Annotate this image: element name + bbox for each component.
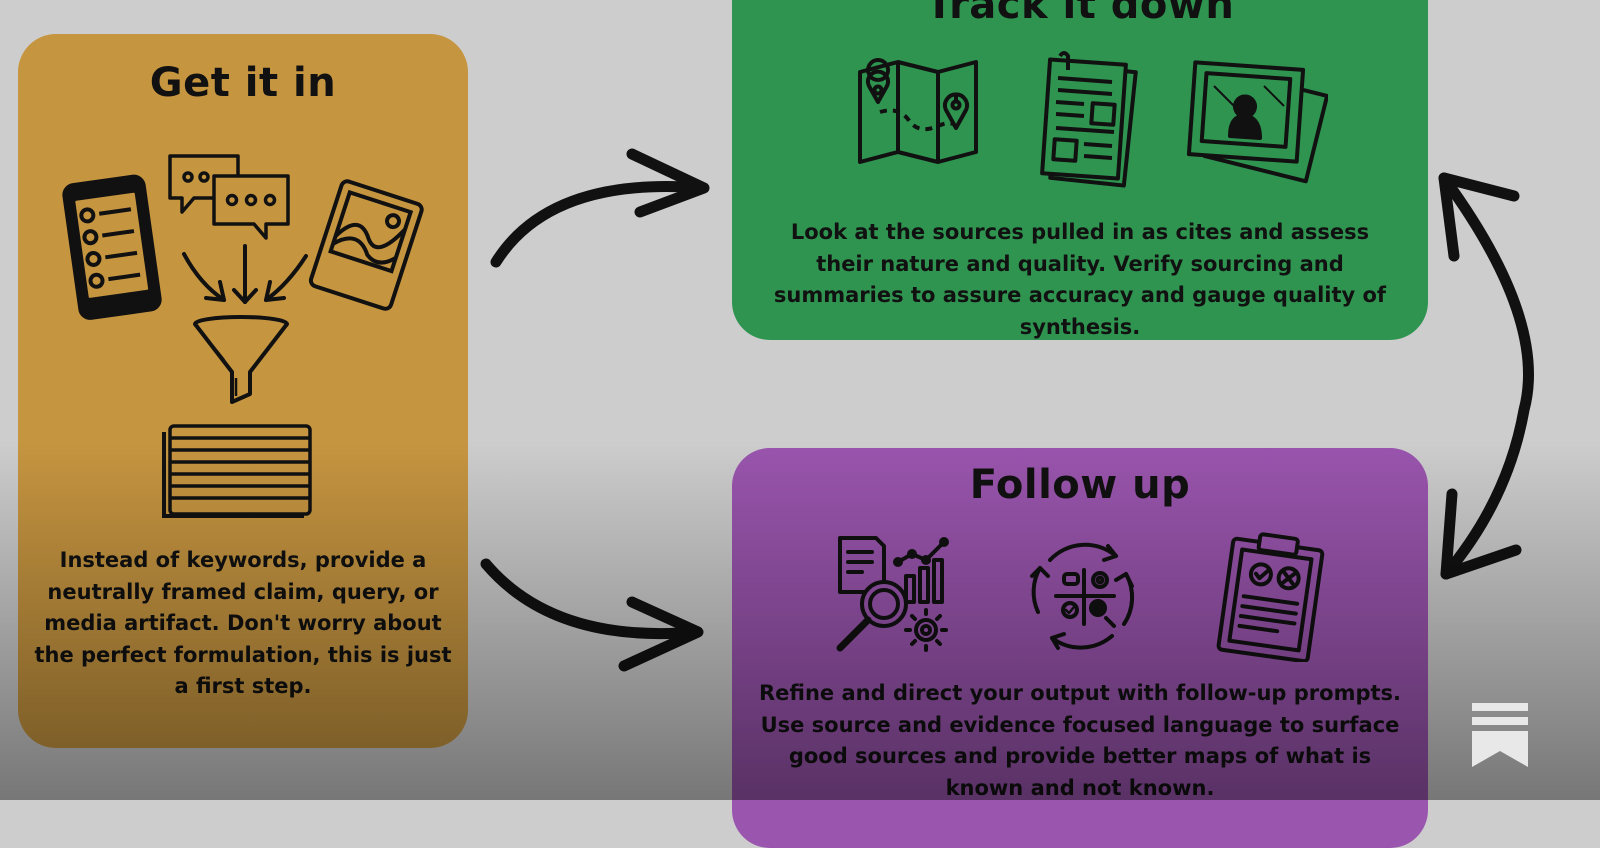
bookmark-logo-icon[interactable] [1472,703,1528,767]
chat-bubbles-icon [168,154,290,240]
track-it-down-title: Track it down [925,0,1235,28]
get-it-in-description: Instead of keywords, provide a neutrally… [34,548,452,698]
stack-icon [162,424,312,518]
arrow-icon [480,558,704,672]
arrow-icon [490,148,710,268]
photos-icon [1186,60,1328,184]
get-it-in-title: Get it in [149,60,337,106]
phone-list-icon [62,174,162,320]
clipboard-icon [1216,532,1325,662]
double-arrow-icon [1438,172,1534,580]
funnel-icon [193,315,289,404]
follow-up-description: Refine and direct your output with follo… [759,681,1401,800]
analytics-icon [836,536,949,652]
funnel-arrows-icon [182,244,308,304]
follow-up-title: Follow up [969,462,1191,508]
photo-icon [308,179,424,311]
map-icon [858,58,978,164]
newspaper-icon [1040,51,1138,188]
cycle-icon [1030,542,1135,650]
track-it-down-description: Look at the sources pulled in as cites a… [773,220,1387,339]
